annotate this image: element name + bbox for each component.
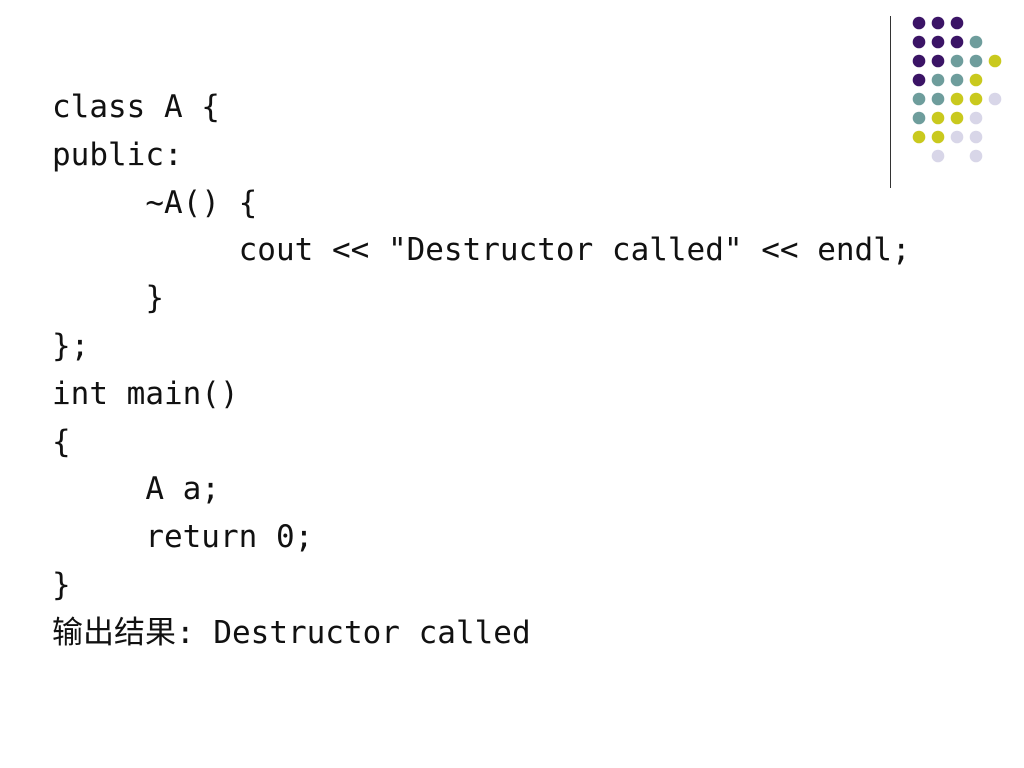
code-line: return 0; <box>52 519 314 556</box>
decorative-dot <box>931 16 945 30</box>
decorative-dot <box>950 73 964 87</box>
decorative-dot <box>912 54 926 68</box>
code-line: }; <box>52 327 90 364</box>
decorative-dot <box>931 35 945 49</box>
decorative-dot <box>950 35 964 49</box>
decorative-dot <box>912 130 926 144</box>
output-value: Destructor called <box>213 615 531 651</box>
code-block: class A { public: ~A() { cout << "Destruc… <box>52 84 911 610</box>
code-line: public: <box>52 136 183 173</box>
code-line: { <box>52 423 71 460</box>
decorative-dot <box>969 92 983 106</box>
decorative-dot <box>969 73 983 87</box>
decorative-dot <box>912 92 926 106</box>
decorative-dot <box>912 16 926 30</box>
decorative-dot <box>969 130 983 144</box>
vertical-divider <box>890 16 891 188</box>
code-line: cout << "Destructor called" << endl; <box>52 232 911 269</box>
code-line: } <box>52 280 164 317</box>
output-result: 输出结果: Destructor called <box>52 610 531 657</box>
decorative-dot <box>969 149 983 163</box>
code-line: class A { <box>52 89 220 125</box>
decorative-dot <box>969 54 983 68</box>
decorative-dot <box>931 54 945 68</box>
decorative-dot <box>912 73 926 87</box>
decorative-dot <box>912 111 926 125</box>
code-line: } <box>52 566 71 603</box>
decorative-dot <box>950 130 964 144</box>
decorative-dot <box>931 130 945 144</box>
decorative-dot <box>988 54 1002 68</box>
decorative-dot <box>969 111 983 125</box>
decorative-dot <box>931 92 945 106</box>
decorative-dot <box>950 111 964 125</box>
code-line: A a; <box>52 471 220 508</box>
decorative-dot <box>931 111 945 125</box>
decorative-dot <box>950 92 964 106</box>
decorative-dot <box>912 35 926 49</box>
code-line: int main() <box>52 375 239 412</box>
decorative-dot <box>988 92 1002 106</box>
decorative-dot <box>969 35 983 49</box>
decorative-dot <box>950 54 964 68</box>
output-label: 输出结果: <box>52 615 214 651</box>
decorative-dot <box>950 16 964 30</box>
decorative-dot <box>931 73 945 87</box>
code-line: ~A() { <box>52 184 258 221</box>
decorative-dot <box>931 149 945 163</box>
